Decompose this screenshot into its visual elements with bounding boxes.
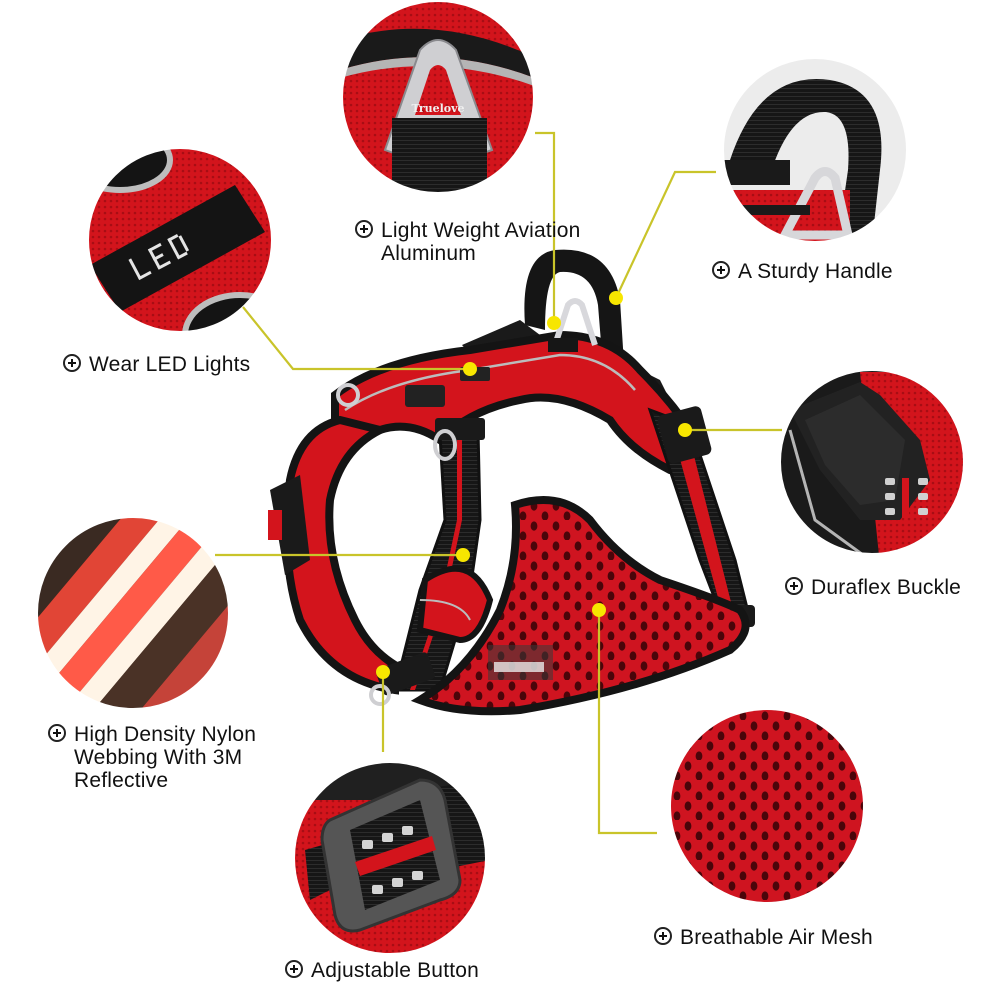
callout-text: Breathable Air Mesh bbox=[680, 926, 873, 949]
detail-air-mesh bbox=[671, 710, 863, 902]
dot-mesh bbox=[592, 603, 606, 617]
callout-dots bbox=[376, 291, 692, 679]
callout-sturdy-handle: A Sturdy Handle bbox=[712, 260, 893, 283]
callout-text: Duraflex Buckle bbox=[811, 576, 962, 599]
main-harness bbox=[268, 249, 755, 716]
dot-aluminum bbox=[547, 316, 561, 330]
callout-text: High Density Nylon Webbing With 3M Refle… bbox=[74, 723, 257, 792]
dot-nylon bbox=[456, 548, 470, 562]
callout-text: Adjustable Button bbox=[311, 959, 480, 982]
leader-mesh bbox=[597, 610, 657, 835]
dot-button bbox=[376, 665, 390, 679]
callout-adjustable-button: Adjustable Button bbox=[285, 959, 479, 982]
brand-engraving: Truelove bbox=[411, 102, 464, 115]
callout-air-mesh: Breathable Air Mesh bbox=[654, 926, 873, 949]
callout-nylon-webbing: High Density Nylon Webbing With 3M Refle… bbox=[48, 723, 256, 792]
leader-led bbox=[242, 306, 470, 371]
dot-handle bbox=[609, 291, 623, 305]
plus-circle-icon bbox=[48, 724, 66, 742]
detail-adjustable-slider bbox=[294, 762, 486, 954]
detail-led-tag bbox=[88, 148, 272, 332]
detail-buckle bbox=[780, 370, 964, 554]
callout-text: Wear LED Lights bbox=[89, 353, 251, 376]
callout-aviation-aluminum: Light Weight Aviation Aluminum bbox=[355, 219, 581, 265]
plus-circle-icon bbox=[712, 261, 730, 279]
detail-handle bbox=[723, 58, 907, 242]
plus-circle-icon bbox=[785, 577, 803, 595]
detail-reflective-webbing bbox=[37, 517, 229, 709]
leader-handle bbox=[615, 170, 716, 299]
plus-circle-icon bbox=[654, 927, 672, 945]
plus-circle-icon bbox=[285, 960, 303, 978]
leader-lines bbox=[215, 131, 782, 835]
callout-led-lights: Wear LED Lights bbox=[63, 353, 250, 376]
leader-aluminum bbox=[535, 131, 556, 323]
plus-circle-icon bbox=[63, 354, 81, 372]
callout-text: A Sturdy Handle bbox=[738, 260, 893, 283]
plus-circle-icon bbox=[355, 220, 373, 238]
callout-text: Light Weight Aviation Aluminum bbox=[381, 219, 581, 265]
dot-led bbox=[463, 362, 477, 376]
detail-aluminum-ring: Truelove bbox=[342, 1, 534, 193]
dot-buckle bbox=[678, 423, 692, 437]
callout-duraflex-buckle: Duraflex Buckle bbox=[785, 576, 961, 599]
